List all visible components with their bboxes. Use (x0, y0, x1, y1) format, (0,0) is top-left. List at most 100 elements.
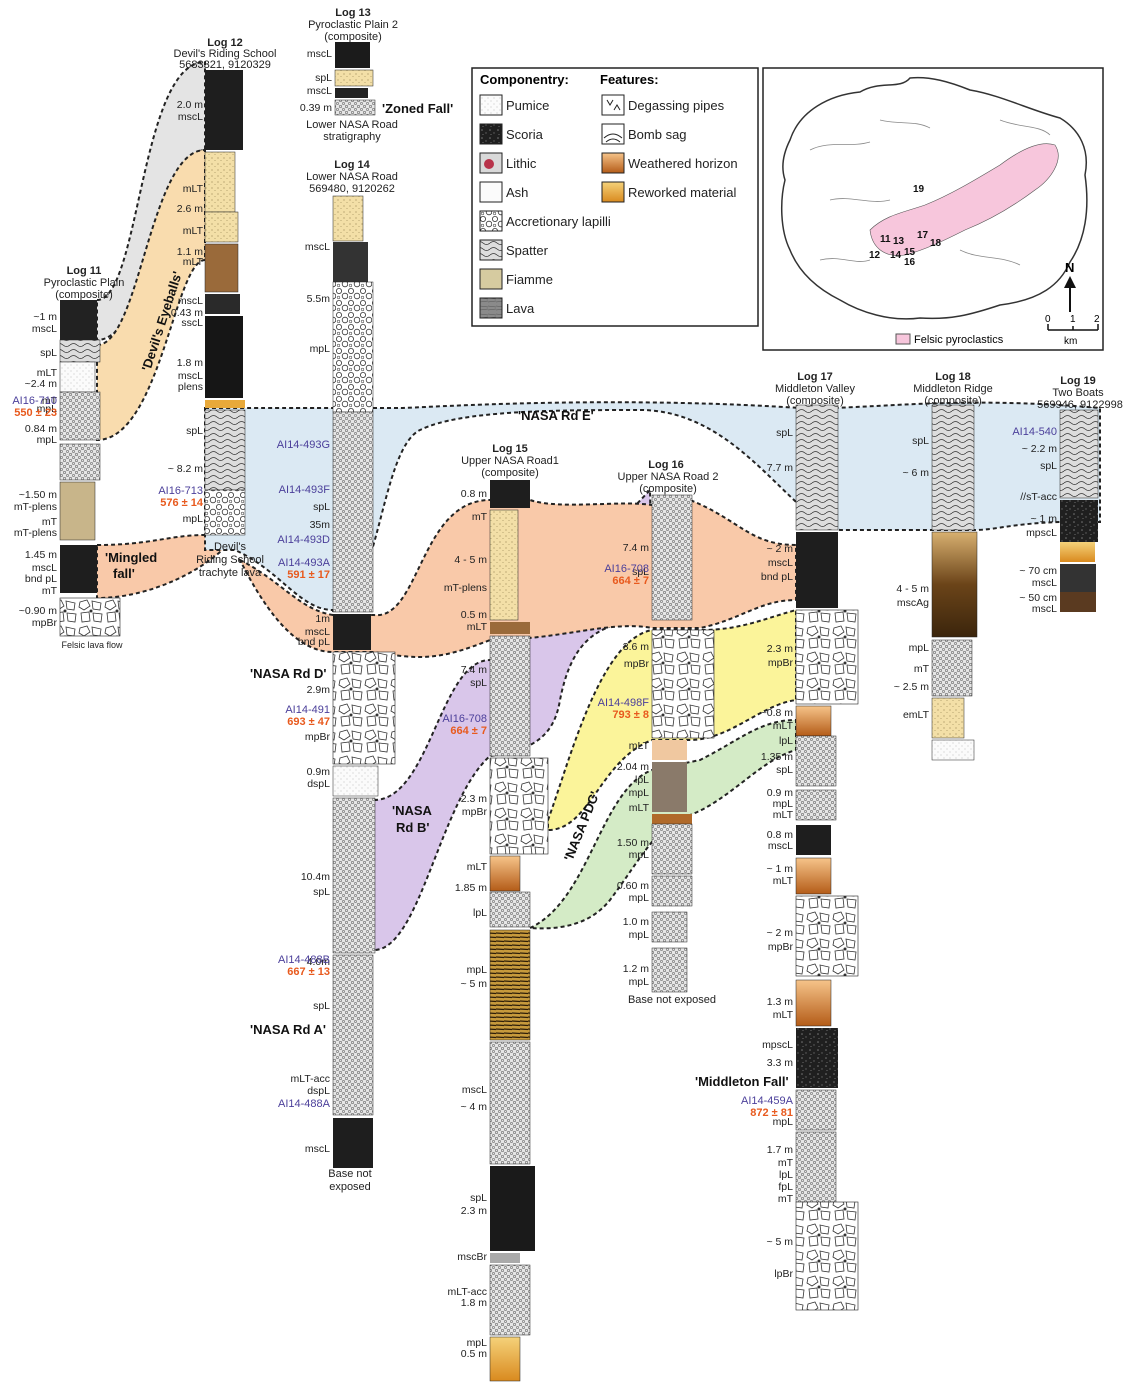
log14-layer-label: 0.9m (307, 766, 331, 778)
log16-layer-label: mpL (629, 892, 650, 904)
log16-title: Log 16 (648, 459, 683, 471)
log15-layer-label: lpL (473, 907, 487, 919)
log13-sub1: Pyroclastic Plain 2 (308, 19, 398, 31)
log17-layer-label: 1.7 m (767, 1144, 794, 1156)
map-label-12: 12 (869, 250, 881, 261)
log11-layer-label: mpL (37, 434, 58, 446)
north-label: N (1065, 260, 1074, 275)
log17-title: Log 17 (797, 371, 832, 383)
log11-title: Log 11 (67, 265, 102, 277)
log14-sample-id: AI14-493D (277, 534, 330, 546)
log14-layer-label: dspL (307, 778, 330, 790)
log14-title: Log 14 (334, 159, 370, 171)
log19-sample-id: AI14-540 (1012, 426, 1057, 438)
legend-ash: Ash (506, 185, 528, 200)
map-label-18: 18 (930, 238, 942, 249)
legend-pumice: Pumice (506, 98, 549, 113)
log16-layer-label: mpL (629, 929, 650, 941)
log15-layer-label: 1.8 m (461, 1297, 488, 1309)
log12-foot1: Devil's (214, 541, 247, 553)
log16-sub1: Upper NASA Road 2 (618, 471, 719, 483)
log15-layer-label: 7.4 m (461, 664, 488, 676)
legend-degassing-pipes: Degassing pipes (628, 98, 725, 113)
log15-layer-label: 0.5 m (461, 1348, 488, 1360)
log16-sample-id: AI14-498F (598, 697, 650, 709)
accretionary-lapilli-swatch (480, 211, 502, 231)
log14-layer-label: spL (313, 1000, 330, 1012)
log17-layer-label: mLT (773, 720, 794, 732)
unit-mingled-fall-line2: fall' (113, 566, 135, 581)
log15-layer-label: mpBr (462, 806, 488, 818)
log12-layer-label: mscL (178, 111, 203, 123)
log15-sample-id: AI16-708 (442, 713, 487, 725)
log15-sub1: Upper NASA Road1 (461, 455, 559, 467)
log17-layer-label: bnd pL (761, 571, 793, 583)
map-label-11: 11 (880, 234, 891, 245)
log14-layer-label: mpBr (305, 731, 331, 743)
log14-sample-id: AI14-493F (279, 484, 331, 496)
log14-layer-label: dspL (307, 1085, 330, 1097)
map-label-14: 14 (890, 250, 902, 261)
log17-layer-label: mT (778, 1157, 794, 1169)
log16-layer-label: mpBr (624, 658, 650, 670)
map-label-19: 19 (913, 184, 925, 195)
log18-layer-label: emLT (903, 709, 930, 721)
map-label-16: 16 (904, 257, 916, 268)
log18-layer-label: 4 - 5 m (896, 583, 929, 595)
log17-layer-label: lpL (779, 1169, 793, 1181)
log15-layer-label: 1.85 m (455, 882, 487, 894)
log14-sample-id: AI14-488B (278, 954, 330, 966)
log12-layer-label: spL (186, 425, 203, 437)
log15-layer-label: mT-plens (444, 582, 487, 594)
map-legend-label: Felsic pyroclastics (914, 334, 1004, 346)
log13-layer-label: mscL (307, 48, 332, 60)
scale-1: 1 (1070, 314, 1076, 325)
log14-sub2: 569480, 9120262 (309, 183, 395, 195)
log17-layer-label: ~ 5 m (766, 1236, 793, 1248)
log17-layer-label: lpL (779, 735, 793, 747)
spatter-swatch (480, 240, 502, 260)
unit-nasa-rd-a: 'NASA Rd A' (250, 1022, 326, 1037)
log15-sample-age: 664 ± 7 (450, 725, 487, 737)
log17-layer-label: ~ 2 m (766, 927, 793, 939)
log17-layer-label: spL (776, 427, 793, 439)
ash-swatch (480, 182, 502, 202)
log15-layer-label: 0.8 m (461, 488, 488, 500)
log14-layer-label: mpL (310, 343, 331, 355)
log11-layer-label: ~1.50 m (19, 489, 57, 501)
log15-layer-label: 2.3 m (461, 1205, 488, 1217)
log11-layer-label: spL (40, 347, 57, 359)
log18-column (932, 405, 977, 760)
log13-foot1: Lower NASA Road (306, 119, 398, 131)
legend: Componentry: Features: Pumice Scoria Lit… (472, 68, 758, 326)
legend-reworked-material: Reworked material (628, 185, 736, 200)
log14-layer-label: 35m (310, 519, 331, 531)
log14-sample-age: 693 ± 47 (287, 716, 330, 728)
log16-layer-label: lpL (635, 774, 649, 786)
log15-sub2: (composite) (481, 467, 538, 479)
log17-layer-label: mLT (773, 809, 794, 821)
log12-sample-id: AI16-713 (158, 485, 203, 497)
map-legend-swatch (896, 334, 910, 344)
log12-layer-label: mLT (183, 225, 204, 237)
log17-layer-label: 1.3 m (767, 996, 794, 1008)
log14-layer-label: 10.4m (301, 871, 330, 883)
lithic-icon (484, 159, 494, 169)
log16-layer-label: mpL (629, 787, 650, 799)
log19-sub1: Two Boats (1052, 387, 1104, 399)
log16-sample-age: 793 ± 8 (612, 709, 649, 721)
log17-layer-label: mLT (773, 875, 794, 887)
log17-layer-label: 7.7 m (767, 462, 794, 474)
log16-layer-label: 3.6 m (623, 641, 650, 653)
log18-layer-label: ~ 2.5 m (894, 681, 930, 693)
log16-sample-id: AI16-708 (604, 563, 649, 575)
unit-nasa-rd-b-line2: Rd B' (396, 820, 429, 835)
weathered-horizon-swatch (602, 153, 624, 173)
log17-layer-label: lpBr (774, 1268, 793, 1280)
log11-sample-id: AI16-710 (12, 395, 57, 407)
log16-layer-label: mLT (629, 802, 650, 814)
log16-layer-label: 1.50 m (617, 837, 649, 849)
log14-layer-label: mLT-acc (291, 1073, 330, 1085)
log15-layer-label: 2.3 m (461, 793, 488, 805)
log16-layer-label: 7.4 m (623, 542, 650, 554)
